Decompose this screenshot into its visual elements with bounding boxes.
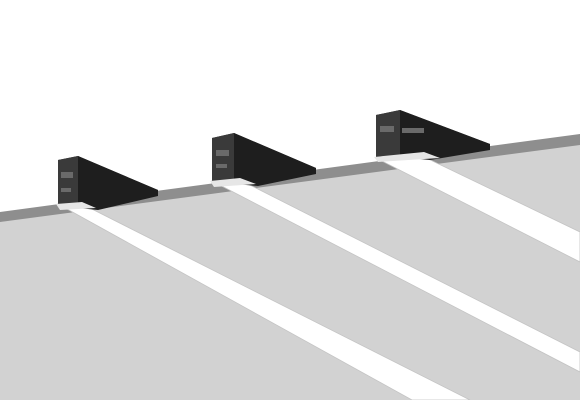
housing-3-slot (380, 126, 394, 132)
housing-1-face (58, 156, 78, 208)
led-profile-1 (56, 156, 471, 400)
housing-3-face (376, 110, 400, 158)
housing-1-slot-lower (61, 188, 71, 192)
housing-1-slot (61, 172, 73, 178)
housing-3-slot-lower (402, 128, 424, 133)
housing-3-side (400, 110, 490, 160)
housing-2-side (234, 133, 316, 186)
ceiling-surface (0, 145, 580, 400)
housing-2-flange (210, 178, 256, 187)
housing-1-flange (56, 202, 96, 210)
housing-3-flange (374, 152, 440, 162)
led-profile-3 (374, 110, 580, 263)
housing-2-slot (216, 150, 229, 156)
housing-1-side (78, 156, 158, 210)
housing-2-face (212, 133, 234, 184)
led-profile-2 (210, 133, 580, 373)
housing-2-slot-lower (216, 164, 227, 168)
